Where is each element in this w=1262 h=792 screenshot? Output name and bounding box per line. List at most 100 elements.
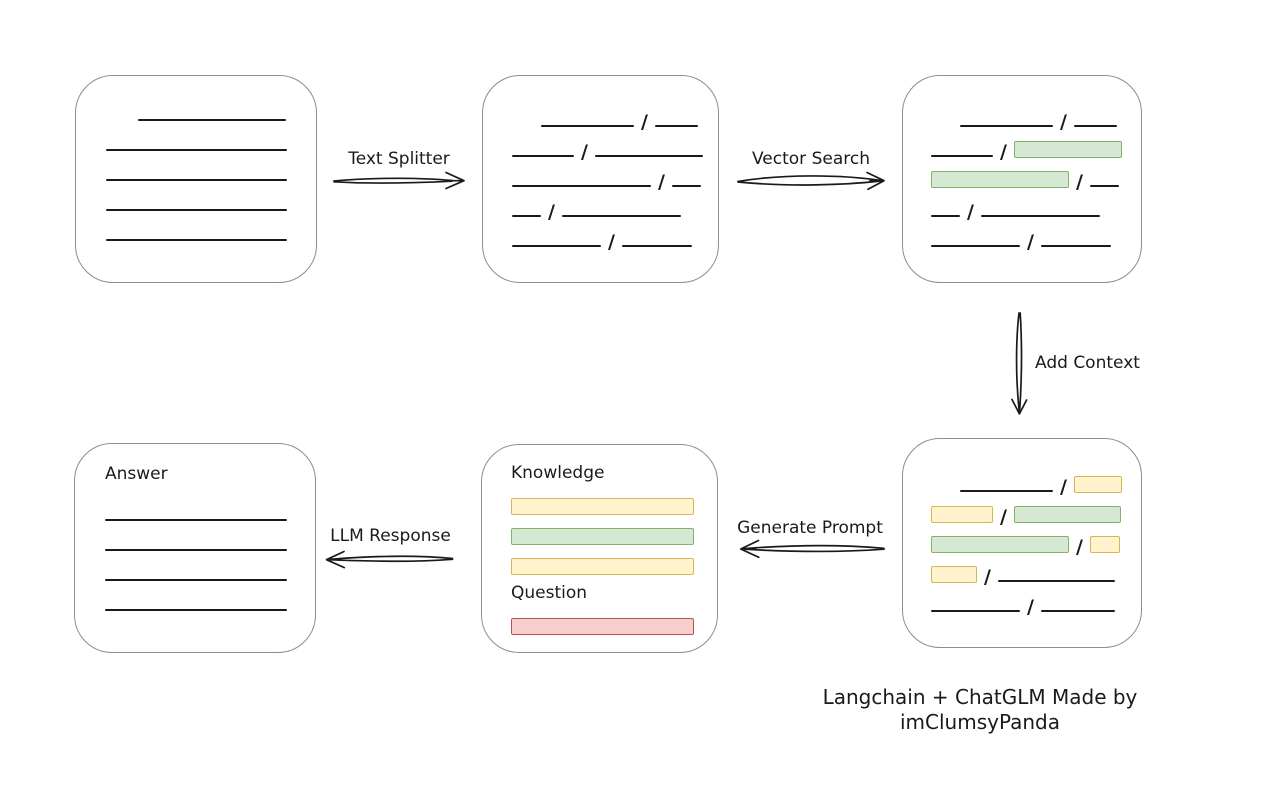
green-chunk (931, 536, 1069, 553)
yellow-chunk (931, 566, 977, 583)
yellow-chunk (1073, 476, 1122, 493)
text-line (541, 125, 634, 127)
text-line (138, 119, 286, 121)
box-row: Question (511, 575, 707, 605)
text-line (105, 579, 287, 581)
indent-gap (931, 492, 960, 493)
box-row: / (931, 583, 1131, 618)
green-chunk (931, 171, 1069, 188)
text-line (980, 215, 1100, 217)
text-splitter-arrow (333, 171, 465, 190)
slash-separator: / (1076, 536, 1083, 558)
text-line (106, 179, 287, 181)
llm-response-label: LLM Response (330, 526, 451, 546)
box-row (105, 486, 295, 522)
text-line (594, 155, 703, 157)
add-context-arrow (1011, 312, 1028, 415)
text-line (106, 149, 287, 151)
box-row: / (931, 218, 1131, 253)
box-row (511, 515, 707, 545)
slash-separator: / (984, 566, 991, 588)
text-line (931, 155, 993, 157)
text-line (106, 209, 287, 211)
slash-separator: / (1060, 476, 1067, 498)
box-row: / (931, 463, 1131, 498)
caption: Langchain + ChatGLM Made by imClumsyPand… (822, 685, 1138, 734)
text-line (512, 245, 601, 247)
text-line (106, 239, 287, 241)
slash-separator: / (608, 231, 615, 253)
slash-separator: / (1027, 231, 1034, 253)
indent-gap (931, 127, 960, 128)
slash-separator: / (658, 171, 665, 193)
box-label: Question (511, 583, 588, 603)
source-document-box (75, 75, 317, 283)
box-row: / (512, 98, 708, 133)
box-row: / (931, 493, 1131, 528)
yellow-chunk (931, 506, 993, 523)
slash-separator: / (1000, 141, 1007, 163)
box-row (106, 92, 296, 122)
text-line (960, 125, 1053, 127)
text-line (105, 549, 287, 551)
text-line (512, 215, 541, 217)
box-row: / (512, 128, 708, 163)
green-chunk (511, 528, 694, 545)
box-row (511, 485, 707, 515)
slash-separator: / (548, 201, 555, 223)
box-row (511, 605, 707, 635)
box-row: / (931, 98, 1131, 133)
text-line (512, 155, 574, 157)
text-line (105, 609, 287, 611)
slash-separator: / (1027, 596, 1034, 618)
text-splitter-label: Text Splitter (348, 149, 450, 169)
add-context-label: Add Context (1035, 353, 1140, 373)
box-label: Knowledge (511, 463, 605, 483)
red-chunk (511, 618, 694, 635)
yellow-chunk (511, 498, 694, 515)
box-row: / (931, 128, 1131, 163)
box-label: Answer (105, 464, 168, 484)
text-line (931, 245, 1020, 247)
box-row: / (931, 523, 1131, 558)
box-row (105, 582, 295, 612)
split-chunks-box: / / / / / (482, 75, 719, 283)
box-row (511, 545, 707, 575)
llm-response-arrow (325, 550, 454, 569)
box-row: / (512, 188, 708, 223)
slash-separator: / (641, 111, 648, 133)
box-row (106, 122, 296, 152)
vector-search-label: Vector Search (752, 149, 870, 169)
box-row: / (931, 188, 1131, 222)
box-row: / (512, 218, 708, 253)
text-line (1073, 125, 1117, 127)
text-line (654, 125, 698, 127)
green-chunk (1013, 141, 1122, 158)
box-row: Knowledge (511, 455, 707, 485)
indent-gap (106, 121, 138, 122)
slash-separator: / (581, 141, 588, 163)
box-row (105, 522, 295, 552)
box-row (106, 182, 296, 212)
vector-search-arrow (737, 171, 885, 191)
box-row: / (931, 158, 1131, 193)
text-line (997, 580, 1115, 582)
box-row: / (512, 158, 708, 193)
text-line (105, 519, 287, 521)
green-chunk (1013, 506, 1121, 523)
generate-prompt-arrow (739, 539, 885, 559)
text-line (1040, 610, 1115, 612)
generate-prompt-label: Generate Prompt (737, 518, 883, 538)
text-line (561, 215, 681, 217)
text-line (512, 185, 651, 187)
text-line (960, 490, 1053, 492)
slash-separator: / (1076, 171, 1083, 193)
slash-separator: / (1060, 111, 1067, 133)
context-chunks-box: / / / / / (902, 438, 1142, 648)
answer-box: Answer (74, 443, 316, 653)
text-line (1089, 185, 1119, 187)
box-row: / (931, 553, 1131, 588)
slash-separator: / (1000, 506, 1007, 528)
text-line (621, 245, 692, 247)
